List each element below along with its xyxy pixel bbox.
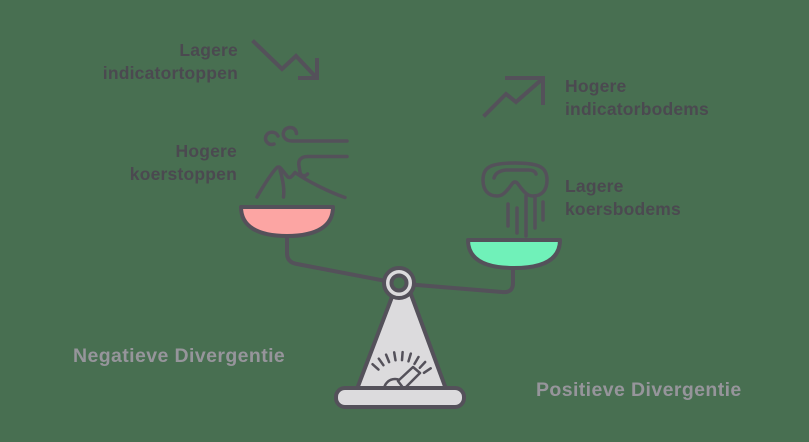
trend-down-arrow-icon [251,39,319,80]
pivot-hole [389,273,409,293]
balance-scale [239,205,562,409]
label-lagere-koersbodems: Lagere koersbodems [565,175,681,221]
trend-up-arrow-icon [482,76,545,118]
scale-body [355,287,448,391]
label-line: indicatortoppen [102,63,238,83]
right-pan [466,238,562,270]
label-line: Lagere [179,40,238,60]
label-line: koerstoppen [129,164,237,184]
left-pan [239,205,335,238]
label-hogere-indicatorbodems: Hogere indicatorbodems [565,75,709,121]
valley-rain-icon [481,161,549,238]
label-line: Lagere [565,176,624,196]
label-line: indicatorbodems [565,99,709,119]
label-lagere-indicatortoppen: Lagere indicatortoppen [103,39,238,85]
label-hogere-koerstoppen: Hogere koerstoppen [130,140,237,186]
mountain-wind-icon [255,125,349,200]
scale-base [334,386,466,409]
label-line: Hogere [565,76,627,96]
caption-positieve-divergentie: Positieve Divergentie [536,379,742,401]
caption-negatieve-divergentie: Negatieve Divergentie [73,345,286,367]
gauge-ticks [371,350,432,375]
label-line: Hogere [175,141,237,161]
label-line: koersbodems [565,199,681,219]
